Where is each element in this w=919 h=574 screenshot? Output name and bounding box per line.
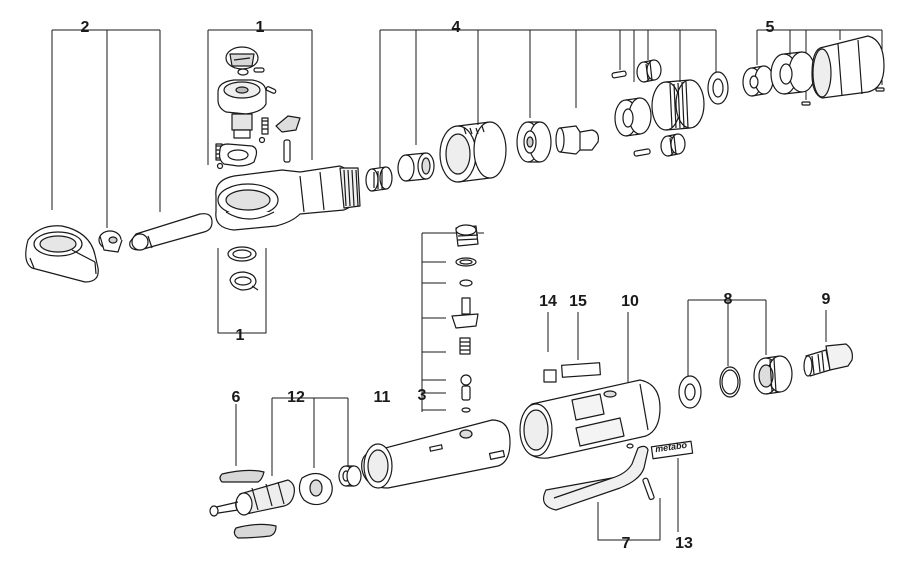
part-8-inlet-group: [678, 355, 793, 409]
inlet-bushing: [753, 355, 793, 395]
callout-10: 10: [621, 293, 639, 310]
callout-1-top: 1: [255, 19, 265, 36]
planet-gear-top: [636, 59, 662, 83]
ball-bearing-c: [742, 65, 774, 97]
callout-5: 5: [765, 19, 775, 36]
valve-spring: [459, 337, 471, 355]
callout-8: 8: [723, 291, 733, 308]
valve-stem: [451, 297, 479, 329]
ring-nut: [439, 121, 507, 183]
callout-3: 3: [417, 387, 427, 404]
part-1-ratchet-internals: [215, 46, 301, 170]
callout-9: 9: [821, 291, 831, 308]
part-2-crowfoot-head: [25, 225, 99, 283]
valve-cap: [455, 224, 479, 247]
needle-bearing: [365, 166, 393, 192]
bearing-plate: [770, 51, 816, 95]
part-10-motor-housing: [519, 379, 661, 459]
ratchet-head-housing: [215, 165, 361, 231]
part-7-throttle-lever: [543, 443, 655, 511]
part-6-rotor-vanes: [219, 469, 277, 539]
part-12-rotor-group: [209, 465, 362, 517]
part-9-hose-fitting: [803, 343, 853, 377]
spindle: [555, 125, 599, 155]
ring-gear: [651, 79, 705, 131]
part-11-handle-housing: [361, 419, 511, 489]
planet-gear-bottom: [660, 133, 686, 157]
ball-bearing-a: [516, 121, 552, 163]
part-2-extension-rod: [129, 213, 213, 251]
part-5-motor-end-group: [742, 35, 885, 106]
part-3-valve-stack: [451, 224, 479, 413]
rotor-bearing: [338, 465, 362, 487]
part-13-brand-plate: [650, 440, 694, 460]
callout-14: 14: [539, 293, 557, 310]
bushing: [397, 152, 435, 182]
callout-13: 13: [675, 535, 693, 552]
part-2-nut: [98, 230, 123, 253]
ball-bearing-b: [614, 97, 652, 137]
callout-7: 7: [621, 535, 631, 552]
thrust-washer: [707, 71, 729, 105]
part-14-label-square: [543, 369, 557, 383]
callout-4: 4: [451, 19, 461, 36]
cylinder: [811, 35, 885, 99]
callout-1-bottom: 1: [235, 327, 245, 344]
rotor-end-plate: [298, 472, 333, 506]
part-15-label-strip: [561, 362, 601, 378]
callout-6: 6: [231, 389, 241, 406]
callout-11: 11: [373, 389, 391, 406]
rotor: [209, 479, 295, 517]
part-1-washers: [227, 246, 259, 291]
part-4-gear-group: [365, 59, 729, 192]
callout-2: 2: [80, 19, 90, 36]
valve-pin: [461, 385, 471, 401]
callout-15: 15: [569, 293, 587, 310]
callout-12: 12: [287, 389, 305, 406]
